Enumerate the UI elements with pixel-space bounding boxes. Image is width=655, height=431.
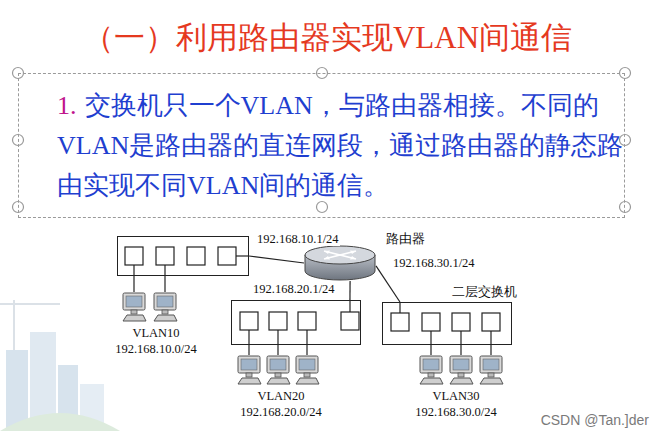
city-decoration <box>0 300 120 431</box>
link-stroke <box>349 281 350 300</box>
node-label: VLAN10 <box>132 326 179 341</box>
switch-box: VLAN20192.168.20.0/24 <box>231 300 361 345</box>
node-label: VLAN20 <box>257 389 304 404</box>
link-line <box>349 281 350 300</box>
switch-box: 二层交换机VLAN30192.168.30.0/24 <box>382 302 512 345</box>
router-icon <box>304 245 376 281</box>
watermark: CSDN @Tan.]der <box>541 412 649 428</box>
wires <box>134 256 491 355</box>
link-line <box>376 266 400 302</box>
selection-frame: 1.交换机只一个VLAN，与路由器相接。不同的VLAN是路由器的直连网段，通过路… <box>18 73 625 218</box>
node-label: VLAN30 <box>432 389 479 404</box>
node-label: 路由器 <box>386 232 425 247</box>
link-stroke <box>249 256 304 263</box>
list-number: 1. <box>57 91 77 120</box>
node-label: 二层交换机 <box>452 285 517 300</box>
node-label: 192.168.10.0/24 <box>115 342 197 357</box>
body-text: 交换机只一个VLAN，与路由器相接。不同的VLAN是路由器的直连网段，通过路由器… <box>57 91 623 200</box>
node-label: 192.168.30.0/24 <box>415 405 497 420</box>
interface-address: 192.168.20.1/24 <box>252 282 336 296</box>
paragraph: 1.交换机只一个VLAN，与路由器相接。不同的VLAN是路由器的直连网段，通过路… <box>57 86 625 206</box>
slide-title: （一）利用路由器实现VLAN间通信 <box>0 17 655 59</box>
router-node: 路由器 <box>304 245 376 281</box>
switch-ports <box>125 247 500 331</box>
pc-icons <box>123 293 503 384</box>
switch-box: VLAN10192.168.10.0/24 <box>117 236 249 276</box>
link-stroke <box>376 266 400 302</box>
link-line <box>249 256 304 263</box>
node-label: 192.168.20.0/24 <box>240 405 322 420</box>
selection-handles <box>13 68 631 213</box>
interface-address: 192.168.10.1/24 <box>256 232 340 246</box>
interface-address: 192.168.30.1/24 <box>392 256 476 270</box>
